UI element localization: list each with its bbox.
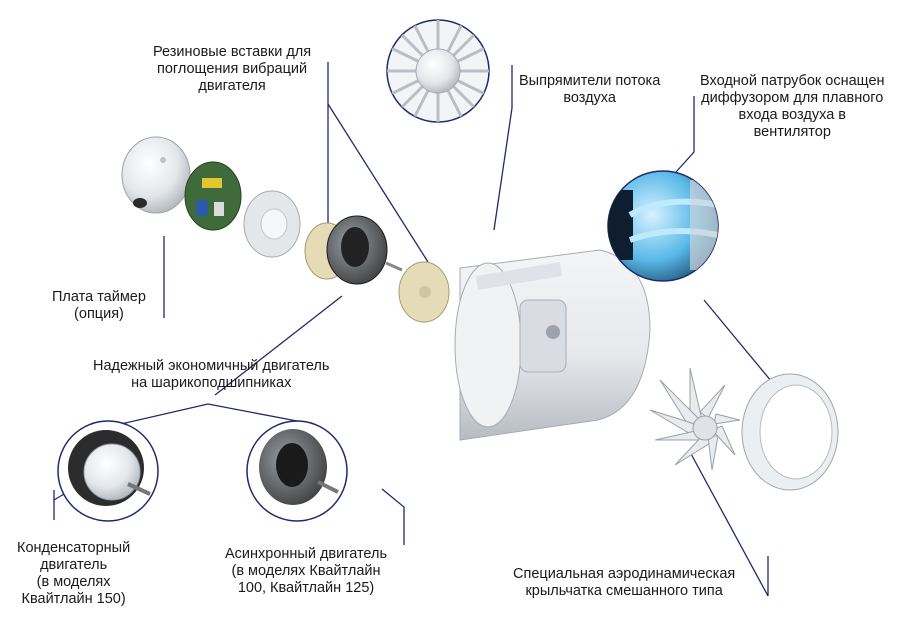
impeller-label: Специальная аэродинамическая крыльчатка … (513, 566, 736, 599)
timer-board-part (184, 161, 242, 231)
inlet-diffuser-inset (607, 170, 719, 282)
fan-housing-part (454, 249, 651, 441)
timer-board-label: Плата таймер (опция) (52, 289, 146, 322)
back-plate-part (243, 190, 301, 258)
air-straighteners-label: Выпрямители потока воздуха (519, 73, 661, 106)
async-motor-inset (246, 420, 348, 522)
async-motor-label: Асинхронный двигатель (в моделях Квайтла… (225, 546, 388, 596)
inlet-ring-part (741, 373, 839, 491)
inlet-nozzle-label: Входной патрубок оснащен диффузором для … (700, 73, 885, 140)
timer-cover-part (121, 136, 191, 214)
reliable-motor-label: Надежный экономичный двигатель на шарико… (93, 358, 330, 391)
capacitor-motor-label: Конденсаторный двигатель (в моделях Квай… (17, 540, 131, 607)
capacitor-motor-inset (57, 420, 159, 522)
front-gasket-part (398, 261, 450, 323)
motor-assembly-part (304, 215, 403, 285)
impeller-part (649, 367, 741, 471)
rubber-inserts-label: Резиновые вставки для поглощения вибраци… (153, 44, 312, 94)
straightener-inset (386, 19, 490, 123)
